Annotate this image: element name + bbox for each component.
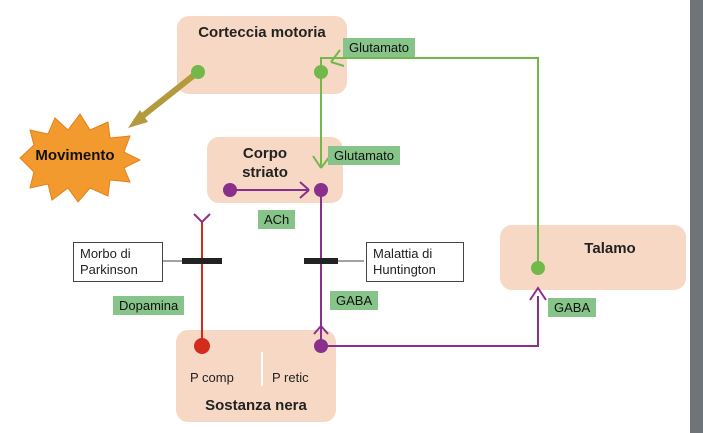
gaba-tag-right: GABA <box>548 298 597 317</box>
arrowhead-icon <box>128 110 148 128</box>
cortex-region <box>177 16 347 94</box>
gaba-synapse-icon-thalamus <box>529 286 547 301</box>
striatum-label-line1: Corpo <box>242 145 288 162</box>
ach-tag: ACh <box>258 210 296 229</box>
gaba-axon-nigra-thalamus <box>321 296 539 347</box>
parkinson-line1: Morbo di <box>80 246 131 261</box>
thalamus-label: Talamo <box>584 240 636 257</box>
cortex-neuron-left <box>191 65 205 79</box>
movement-burst-icon <box>19 113 142 203</box>
cortex-to-movement-arrow <box>133 69 200 125</box>
p-comp-neuron <box>194 338 210 354</box>
glutamate-tag-mid: Glutamato <box>328 146 400 165</box>
ach-synapse-icon <box>299 181 310 199</box>
thalamus-neuron <box>531 261 545 275</box>
parkinson-box: Morbo di Parkinson <box>73 242 163 282</box>
gaba-synapse-icon-nigra <box>313 324 329 335</box>
synapse-fork-icon <box>330 49 345 67</box>
huntington-line1: Malattia di <box>373 246 433 261</box>
parkinson-lesion-bar <box>182 258 222 264</box>
parkinson-line2: Parkinson <box>80 262 138 277</box>
dopamine-tag: Dopamina <box>113 296 185 315</box>
glutamate-tag-top: Glutamato <box>343 38 415 57</box>
cortex-label: Corteccia motoria <box>198 24 326 41</box>
dopamine-synapse-icon <box>193 213 211 224</box>
movement-label: Movimento <box>35 147 115 164</box>
p-retic-label: P retic <box>272 370 309 385</box>
huntington-box: Malattia di Huntington <box>366 242 464 282</box>
huntington-line2: Huntington <box>373 262 436 277</box>
thalamus-region <box>500 225 686 290</box>
cortex-neuron-right <box>314 65 328 79</box>
huntington-lesion-bar <box>304 258 338 264</box>
gaba-tag-left: GABA <box>330 291 379 310</box>
substantia-label: Sostanza nera <box>205 397 307 414</box>
striatum-label-line2: striato <box>242 164 288 181</box>
p-comp-label: P comp <box>190 370 234 385</box>
